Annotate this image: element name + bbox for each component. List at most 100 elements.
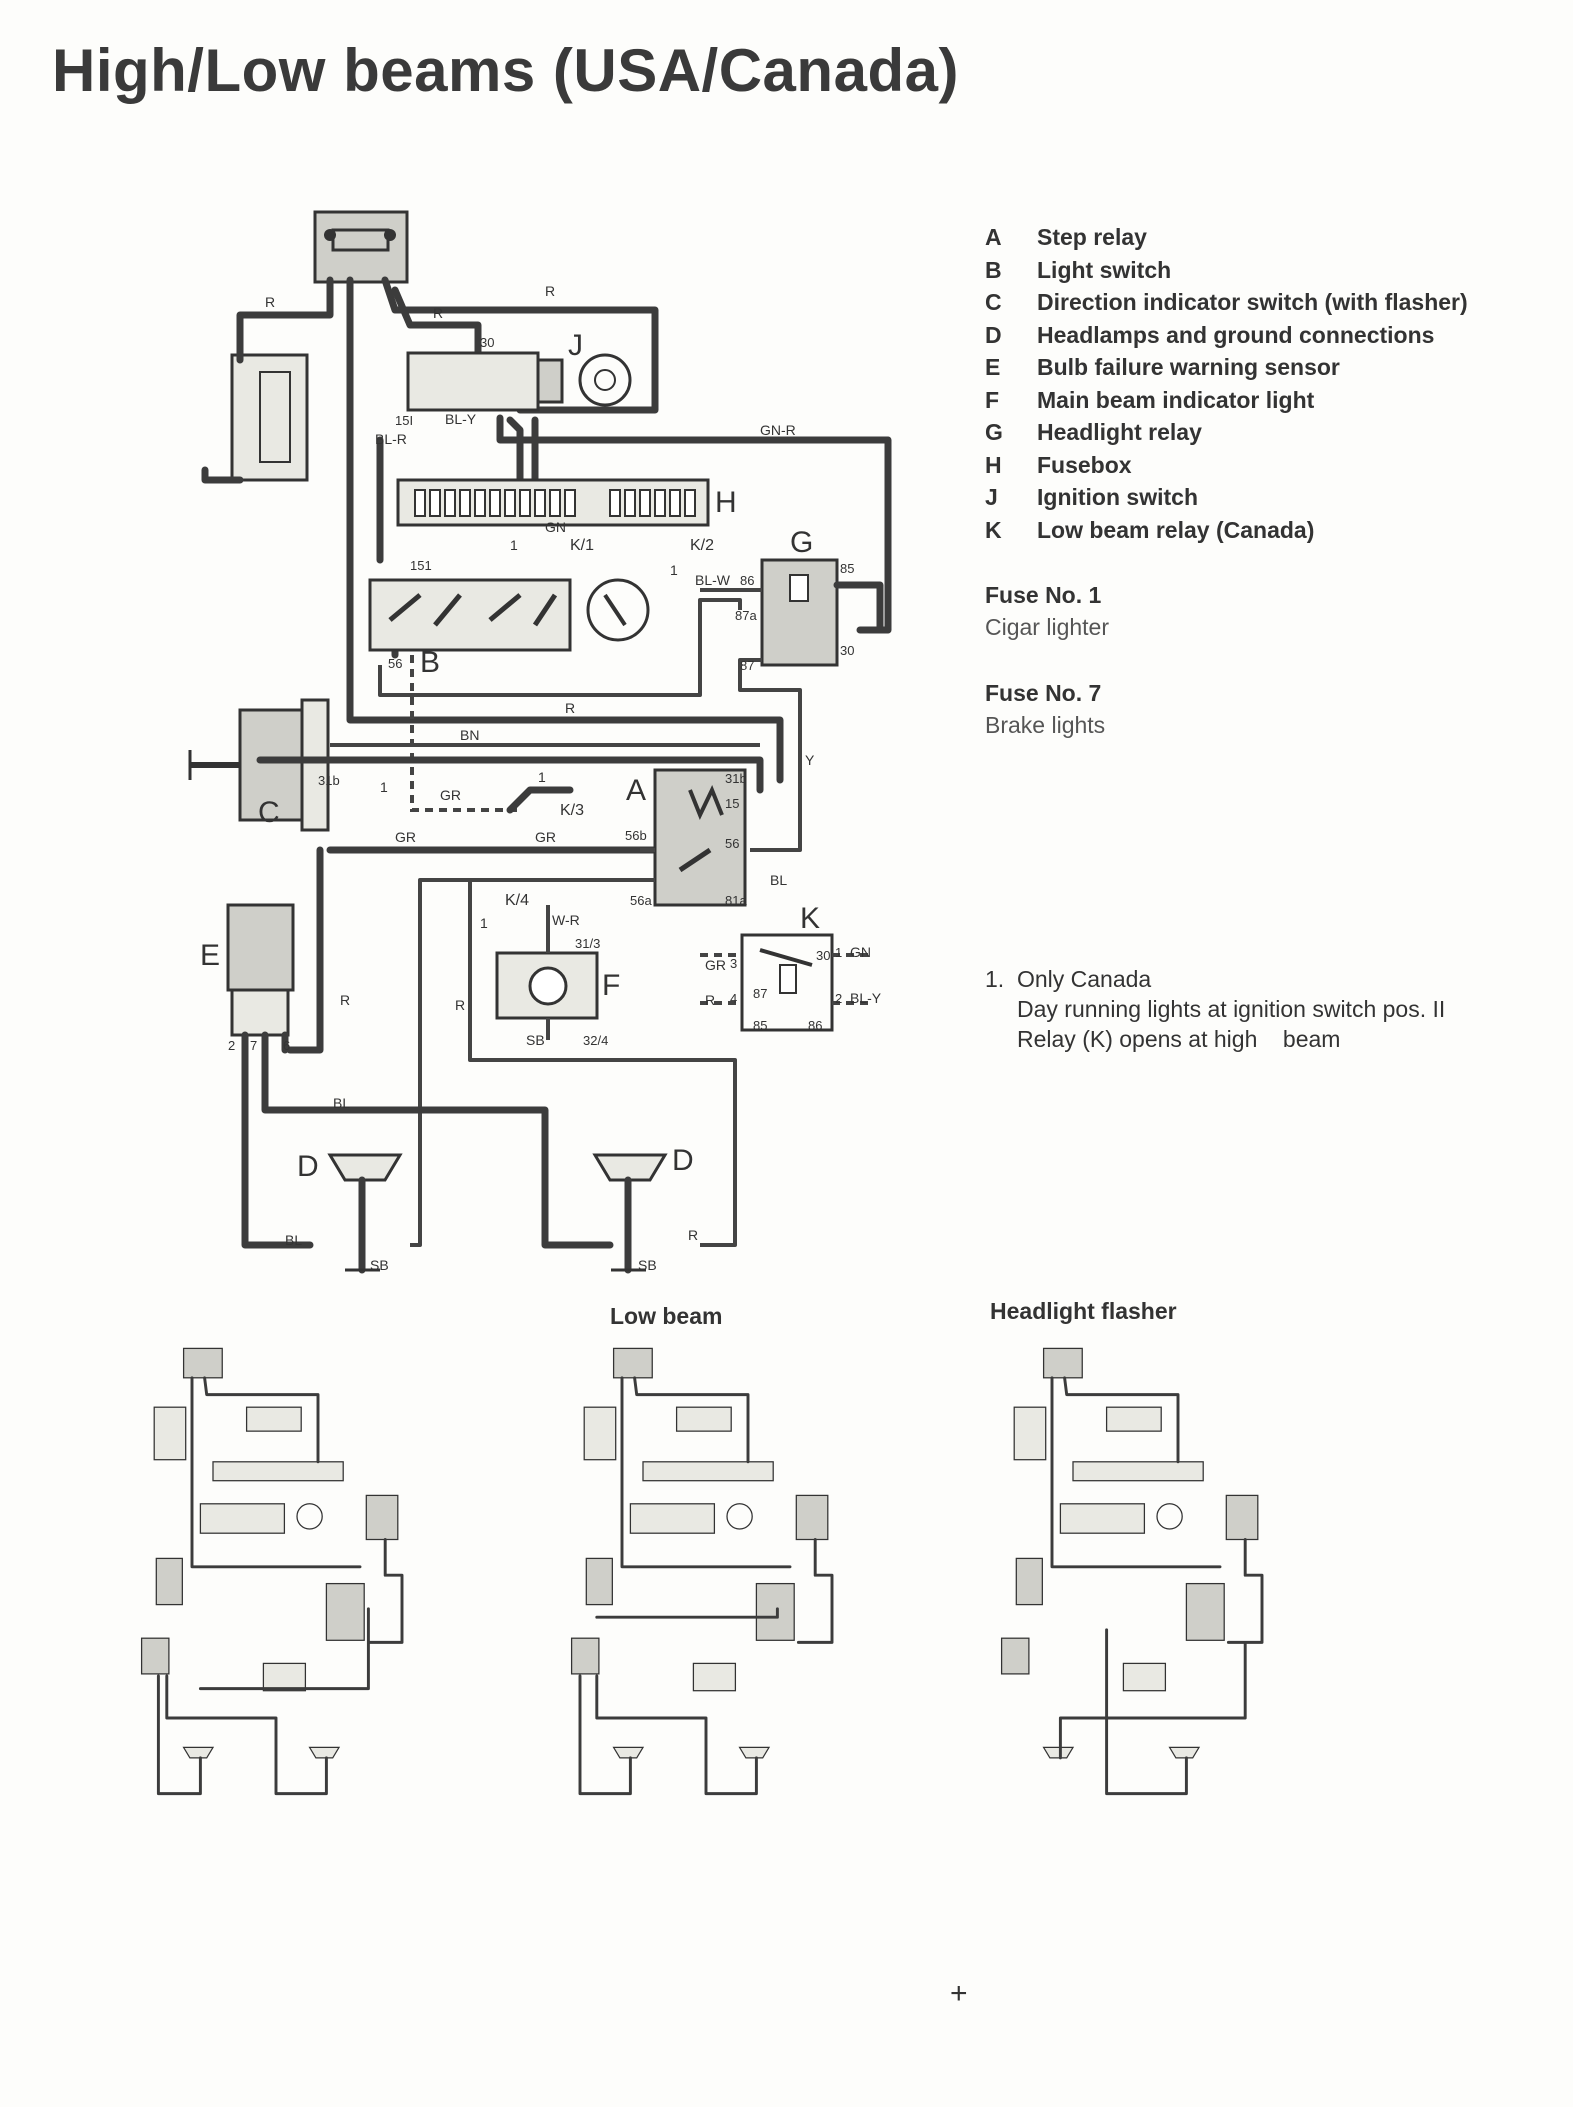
label-c: C bbox=[258, 796, 280, 829]
wire-code-r: R bbox=[688, 1227, 698, 1243]
wire-code-r: R bbox=[340, 992, 350, 1008]
ref-k3: K/3 bbox=[560, 802, 584, 819]
sub-label-headlight-flasher: Headlight flasher bbox=[990, 1298, 1177, 1324]
terminal-86: 86 bbox=[740, 573, 754, 588]
terminal-1: 1 bbox=[670, 562, 678, 578]
wire-code-sb: SB bbox=[638, 1257, 657, 1273]
terminal-87a: 87a bbox=[735, 608, 757, 623]
terminal-2: 2 bbox=[835, 991, 842, 1006]
fuse-desc: Cigar lighter bbox=[985, 614, 1109, 640]
legend-letter: D bbox=[985, 321, 1002, 348]
legend-text: Fusebox bbox=[1037, 451, 1132, 478]
low-beam-relay-k bbox=[740, 933, 834, 1032]
terminal-7: 7 bbox=[250, 1038, 257, 1053]
terminal-56a: 56a bbox=[630, 893, 652, 908]
legend-text: Bulb failure warning sensor bbox=[1037, 354, 1340, 380]
legend-row-e: E Bulb failure warning sensor bbox=[985, 354, 1565, 387]
terminal-32-4: 32/4 bbox=[583, 1033, 608, 1048]
legend-row-d: D Headlamps and ground connections bbox=[985, 322, 1565, 355]
page-title: High/Low beams (USA/Canada) bbox=[52, 37, 959, 104]
legend-row-c: C Direction indicator switch (with flashe… bbox=[985, 289, 1565, 322]
fuse-heading: Fuse No. 1 bbox=[985, 582, 1102, 608]
ignition-switch-j bbox=[406, 351, 632, 412]
terminal-56b: 56b bbox=[625, 828, 647, 843]
wire-code-r: R bbox=[455, 997, 465, 1013]
label-d-right: D bbox=[672, 1144, 694, 1177]
legend-letter: E bbox=[985, 354, 1001, 380]
bulb-failure-sensor-e bbox=[226, 903, 295, 1037]
legend-letter: G bbox=[985, 419, 1003, 445]
legend-letter: H bbox=[985, 451, 1002, 478]
terminal-151: 151 bbox=[410, 558, 432, 573]
legend-row-f: F Main beam indicator light bbox=[985, 387, 1565, 420]
terminal-87: 87 bbox=[753, 986, 767, 1001]
legend-text: Light switch bbox=[1037, 256, 1172, 283]
terminal-3: 3 bbox=[730, 956, 737, 971]
wire-code-gn: GN bbox=[545, 519, 566, 535]
terminal-4: 4 bbox=[730, 991, 737, 1006]
terminal-31b: 31b bbox=[725, 771, 747, 786]
fuse-note-1: Fuse No. 1 Cigar lighter bbox=[985, 582, 1109, 641]
wire-code-bn: BN bbox=[460, 727, 479, 743]
step-relay-a bbox=[653, 768, 747, 907]
battery bbox=[230, 353, 309, 482]
legend-text: Headlamps and ground connections bbox=[1037, 321, 1435, 348]
light-switch-b bbox=[368, 578, 650, 652]
legend-text: Main beam indicator light bbox=[1037, 386, 1315, 413]
wire-code-bl-r: BL-R bbox=[375, 431, 407, 447]
terminal-1: 1 bbox=[835, 945, 842, 960]
legend-letter: C bbox=[985, 289, 1002, 315]
terminal-31-3: 31/3 bbox=[575, 936, 600, 951]
terminal-1: 1 bbox=[380, 779, 388, 795]
legend-text: Ignition switch bbox=[1037, 484, 1198, 510]
terminal-56: 56 bbox=[388, 656, 402, 671]
fusebox-h bbox=[396, 478, 710, 527]
main-beam-indicator-f bbox=[495, 951, 599, 1020]
headlamp-d-left bbox=[327, 1153, 403, 1274]
legend-row-g: G Headlight relay bbox=[985, 419, 1565, 452]
terminal-15i: 15I bbox=[395, 413, 413, 428]
terminal-86: 86 bbox=[808, 1018, 822, 1033]
terminal-30: 30 bbox=[480, 335, 494, 350]
legend-text: Step relay bbox=[1037, 224, 1147, 250]
wire-code-r: R bbox=[565, 700, 575, 716]
label-g: G bbox=[790, 526, 813, 559]
sub-diagram-high-beam bbox=[140, 1347, 404, 1796]
svg-text:+: + bbox=[950, 1977, 968, 2010]
sub-diagram-headlight-flasher bbox=[1000, 1347, 1264, 1796]
label-a: A bbox=[626, 774, 646, 807]
wire-code-gr: GR bbox=[535, 829, 556, 845]
fuse-note-7: Fuse No. 7 Brake lights bbox=[985, 680, 1105, 739]
wire-code-gr: GR bbox=[705, 957, 726, 973]
terminal-15: 15 bbox=[725, 796, 739, 811]
ref-k1: K/1 bbox=[570, 537, 594, 554]
terminal-31b: 31b bbox=[318, 773, 340, 788]
label-h: H bbox=[715, 486, 737, 519]
legend-text: Headlight relay bbox=[1037, 419, 1202, 445]
legend-text: Direction indicator switch (with flasher… bbox=[1037, 289, 1468, 315]
legend-row-h: H Fusebox bbox=[985, 452, 1565, 485]
wire-code-gn-r: GN-R bbox=[760, 422, 796, 438]
wire-code-bl-y: BL-Y bbox=[445, 411, 477, 427]
battery-connector-block bbox=[313, 210, 409, 284]
wire-code-w-r: W-R bbox=[552, 912, 580, 928]
fuse-heading: Fuse No. 7 bbox=[985, 680, 1102, 706]
wire-code-bl: BL bbox=[770, 872, 787, 888]
canada-note: 1. Only Canada Day running lights at ign… bbox=[985, 964, 1445, 1054]
terminal-81a: 81a bbox=[725, 893, 747, 908]
wire-code-bl: BL bbox=[285, 1232, 302, 1248]
ref-k4: K/4 bbox=[505, 892, 529, 909]
terminal-6: 6 bbox=[283, 1038, 290, 1053]
ref-k2: K/2 bbox=[690, 537, 714, 554]
label-d-left: D bbox=[297, 1150, 319, 1183]
wire-code-gr: GR bbox=[440, 787, 461, 803]
terminal-30: 30 bbox=[840, 643, 854, 658]
legend-letter: F bbox=[985, 386, 1000, 413]
wire-code-r: R bbox=[545, 283, 555, 299]
headlight-relay-g bbox=[760, 558, 839, 667]
